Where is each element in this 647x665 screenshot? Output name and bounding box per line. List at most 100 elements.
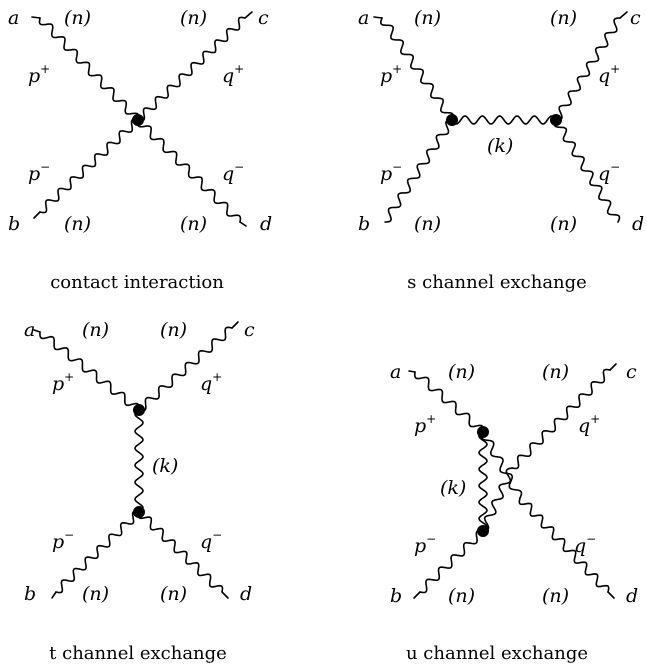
n-label: (n) xyxy=(64,7,91,29)
n-label: (n) xyxy=(414,7,441,29)
momentum-p-minus: p− xyxy=(380,160,402,185)
line-end-b xyxy=(33,211,41,219)
corner-label-a: a xyxy=(8,7,19,29)
n-label: (n) xyxy=(180,213,207,235)
photon-line-a xyxy=(39,331,140,411)
vertices xyxy=(132,114,562,537)
photon-line-c xyxy=(555,17,621,121)
photon-line-d xyxy=(518,497,610,593)
line-end-d xyxy=(221,591,229,599)
corner-label-d: d xyxy=(240,583,252,605)
propagator-lines xyxy=(31,11,628,599)
n-label: (n) xyxy=(550,213,577,235)
propagator-label: (k) xyxy=(487,135,513,157)
line-end-a xyxy=(373,16,383,19)
line-end-a xyxy=(31,16,41,19)
momentum-p-plus: p+ xyxy=(380,62,402,87)
n-label: (n) xyxy=(414,213,441,235)
vertex-dot xyxy=(133,404,145,416)
corner-label-b: b xyxy=(8,213,20,235)
momentum-q-minus: q− xyxy=(200,528,222,553)
propagator-line-k xyxy=(134,409,144,513)
propagator-label: (k) xyxy=(440,477,466,499)
momentum-q-plus: q+ xyxy=(222,62,244,87)
momentum-p-plus: p+ xyxy=(28,62,50,87)
n-label: (n) xyxy=(82,583,109,605)
photon-line-b xyxy=(55,510,140,594)
n-label: (n) xyxy=(160,319,187,341)
momentum-p-minus: p− xyxy=(414,532,436,557)
line-end-c xyxy=(619,11,628,19)
n-label: (n) xyxy=(160,583,187,605)
n-label: (n) xyxy=(448,361,475,383)
corner-label-c: c xyxy=(630,7,641,29)
photon-line-a xyxy=(380,17,454,121)
n-label: (n) xyxy=(180,7,207,29)
photon-line-b xyxy=(419,529,484,594)
propagator-line-k xyxy=(451,115,557,125)
momentum-q-plus: q+ xyxy=(200,370,222,395)
photon-line-a xyxy=(414,371,484,433)
line-end-a xyxy=(33,329,41,333)
n-label: (n) xyxy=(64,213,91,235)
momentum-q-minus: q− xyxy=(574,532,596,557)
momentum-q-plus: q+ xyxy=(598,62,620,87)
vertex-dot xyxy=(132,114,144,126)
momentum-p-minus: p− xyxy=(52,528,74,553)
caption: t channel exchange xyxy=(49,643,227,664)
caption: u channel exchange xyxy=(406,643,588,664)
n-label: (n) xyxy=(550,7,577,29)
caption: contact interaction xyxy=(50,272,224,293)
corner-label-c: c xyxy=(244,319,255,341)
diagram-contact-interaction: a c b d (n) (n) (n) (n) p+ q+ p− q− cont… xyxy=(8,7,272,293)
diagram-u-channel: a c b d (n) (n) (n) (n) p+ q+ p− q− (k) … xyxy=(390,361,638,664)
corner-label-c: c xyxy=(258,7,269,29)
line-end-c xyxy=(609,363,617,371)
line-end-d xyxy=(607,591,615,599)
momentum-q-plus: q+ xyxy=(578,412,600,437)
line-end-c xyxy=(231,321,239,329)
momentum-p-minus: p− xyxy=(28,160,50,185)
n-label: (n) xyxy=(542,585,569,607)
momentum-q-minus: q− xyxy=(598,160,620,185)
line-end-b xyxy=(413,591,421,599)
corner-label-a: a xyxy=(358,7,369,29)
line-end-a xyxy=(408,370,416,373)
photon-line-b xyxy=(39,118,139,214)
corner-label-c: c xyxy=(626,361,637,383)
vertex-dot xyxy=(477,426,489,438)
momentum-p-plus: p+ xyxy=(52,370,74,395)
corner-label-b: b xyxy=(24,583,36,605)
propagator-label: (k) xyxy=(152,455,178,477)
photon-line-b xyxy=(384,119,453,223)
photon-line-d xyxy=(137,511,224,593)
vertex-dot xyxy=(446,114,458,126)
line-end-b xyxy=(51,591,57,599)
photon-line-c xyxy=(511,368,611,470)
line-end-d xyxy=(239,221,247,227)
corner-label-b: b xyxy=(358,213,370,235)
line-end-c xyxy=(244,11,253,19)
vertex-dot xyxy=(550,114,562,126)
momentum-p-plus: p+ xyxy=(414,412,436,437)
photon-line-d-cross xyxy=(480,431,523,499)
n-label: (n) xyxy=(448,585,475,607)
photon-line-d xyxy=(136,119,242,223)
vertex-dot xyxy=(133,506,145,518)
corner-label-b: b xyxy=(390,585,402,607)
corner-label-d: d xyxy=(632,213,644,235)
momentum-q-minus: q− xyxy=(222,160,244,185)
photon-line-c xyxy=(137,16,246,122)
diagram-t-channel: a c b d (n) (n) (n) (n) p+ q+ p− q− (k) … xyxy=(24,319,255,664)
corner-label-a: a xyxy=(390,361,401,383)
n-label: (n) xyxy=(542,361,569,383)
photon-line-d xyxy=(553,119,621,223)
photon-line-a xyxy=(38,17,140,121)
corner-label-a: a xyxy=(24,319,35,341)
n-label: (n) xyxy=(82,319,109,341)
caption: s channel exchange xyxy=(407,272,587,293)
photon-line-c xyxy=(138,326,233,412)
corner-label-d: d xyxy=(626,585,638,607)
photon-line-c-cross xyxy=(482,467,513,532)
